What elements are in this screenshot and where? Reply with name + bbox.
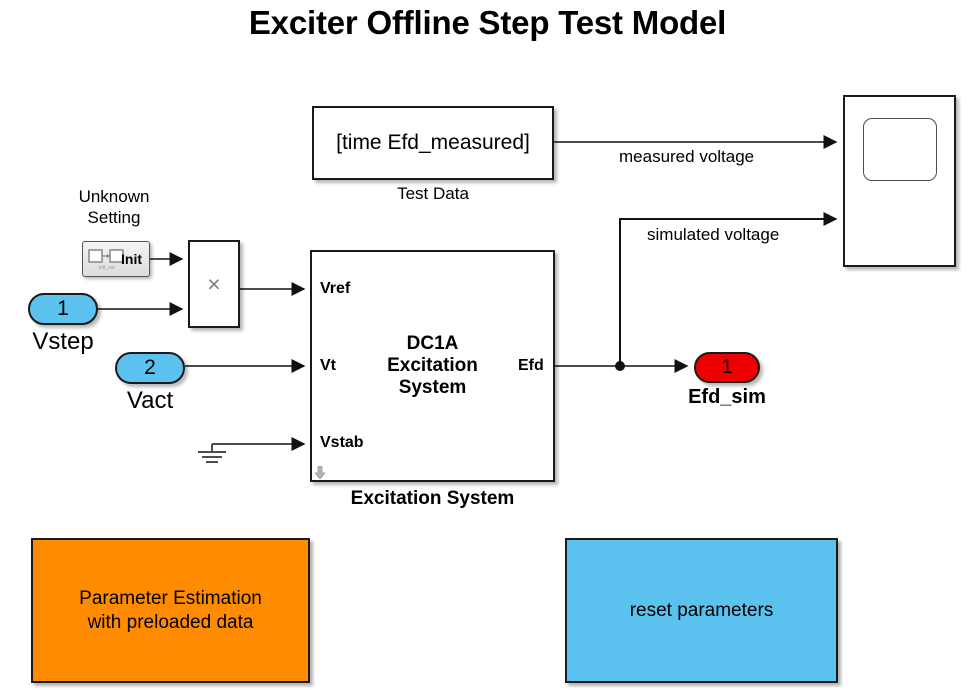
reset-parameters-button[interactable]: reset parameters — [565, 538, 838, 683]
excitation-title-line1: DC1A — [406, 333, 459, 354]
unknown-setting-caption-line1: Unknown — [78, 187, 150, 206]
inport-vstep-label: Vstep — [32, 328, 94, 355]
inport-vact-label: Vact — [126, 387, 174, 414]
test-data-block[interactable]: [time Efd_measured] — [312, 106, 554, 180]
mask-subsystem-arrow-icon — [314, 466, 326, 480]
product-block[interactable]: × — [188, 240, 240, 328]
scope-block[interactable] — [843, 95, 956, 267]
excitation-system-block[interactable]: DC1A Excitation System — [310, 250, 555, 482]
outport-efd-sim-label: Efd_sim — [688, 386, 766, 408]
inport-vstep[interactable]: 1 — [28, 293, 98, 325]
excitation-input-label-vstab: Vstab — [320, 434, 364, 451]
test-data-caption: Test Data — [397, 184, 469, 203]
unknown-setting-caption: Unknown Setting — [48, 186, 180, 228]
ground-icon — [198, 444, 226, 463]
page-title: Exciter Offline Step Test Model — [248, 4, 727, 41]
init-variable-icon: init_var — [88, 249, 124, 271]
test-data-expression: [time Efd_measured] — [336, 131, 530, 154]
signal-label-measured-voltage: measured voltage — [619, 147, 755, 166]
outport-efd-sim[interactable]: 1 — [694, 352, 760, 383]
svg-text:init_var: init_var — [99, 265, 115, 271]
excitation-input-label-vt: Vt — [320, 357, 336, 374]
inport-vact[interactable]: 2 — [115, 352, 185, 384]
multiply-icon: × — [207, 270, 221, 297]
parameter-estimation-label-line2: with preloaded data — [87, 611, 254, 633]
excitation-input-label-vref: Vref — [320, 280, 351, 297]
excitation-title-line2: Excitation — [387, 355, 478, 376]
signal-branch-dot — [615, 361, 625, 371]
init-block[interactable]: init_var Init — [82, 241, 150, 277]
excitation-output-label-efd: Efd — [518, 357, 544, 374]
reset-parameters-label: reset parameters — [629, 599, 774, 621]
init-block-label: Init — [121, 251, 142, 267]
scope-screen-icon — [862, 118, 937, 181]
signal-label-simulated-voltage: simulated voltage — [647, 225, 780, 244]
excitation-system-caption: Excitation System — [350, 488, 515, 509]
excitation-system-title: DC1A Excitation System — [387, 333, 478, 399]
parameter-estimation-label-line1: Parameter Estimation — [79, 587, 262, 609]
unknown-setting-caption-line2: Setting — [87, 208, 141, 227]
parameter-estimation-button[interactable]: Parameter Estimation with preloaded data — [31, 538, 310, 683]
excitation-title-line3: System — [398, 377, 467, 398]
